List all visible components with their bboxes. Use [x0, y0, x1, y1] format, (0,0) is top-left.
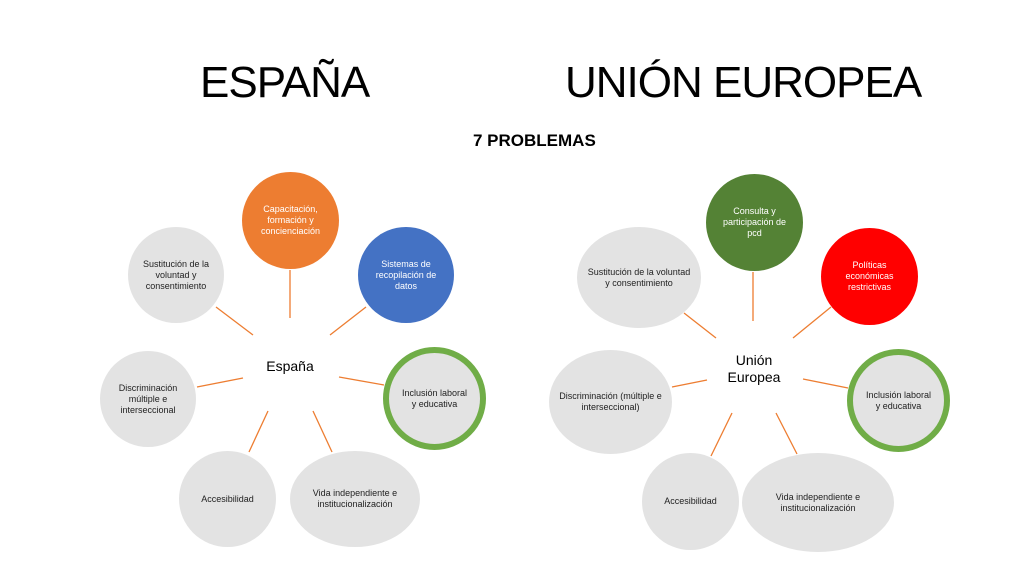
title-european-union: UNIÓN EUROPEA	[565, 58, 922, 107]
connector-eu-vida	[775, 412, 798, 455]
center-node-spain: España	[266, 358, 314, 374]
center-node-eu: Unión Europea	[727, 352, 781, 385]
node-eu-politicas: Políticas económicas restrictivas	[821, 228, 918, 325]
node-eu-sustitucion: Sustitución de la voluntad y consentimie…	[577, 227, 701, 328]
connector-eu-discriminacion	[671, 379, 708, 388]
connector-es-sustitucion	[215, 306, 254, 336]
node-eu-accesibilidad-label: Accesibilidad	[664, 496, 717, 506]
node-es-accesibilidad-label: Accesibilidad	[201, 493, 254, 504]
title-spain: ESPAÑA	[200, 58, 370, 107]
node-es-capacitacion-label: Capacitación, formación y concienciación	[260, 204, 321, 236]
connector-es-vida	[312, 410, 333, 453]
node-es-capacitacion: Capacitación, formación y concienciación	[242, 172, 339, 269]
node-es-inclusion-label: Inclusión laboral y educativa	[401, 387, 468, 409]
connector-eu-inclusion	[802, 378, 849, 389]
node-eu-vida: Vida independiente e institucionalizació…	[742, 453, 894, 552]
node-eu-inclusion: Inclusión laboral y educativa	[847, 349, 950, 452]
node-eu-discriminacion-label: Discriminación (múltiple e intersecciona…	[559, 391, 662, 412]
node-eu-sustitucion-label: Sustitución de la voluntad y consentimie…	[587, 266, 691, 288]
connector-eu-politicas	[792, 306, 832, 339]
node-es-discriminacion: Discriminación múltiple e interseccional	[100, 351, 196, 447]
node-es-vida-label: Vida independiente e institucionalizació…	[312, 488, 398, 509]
node-es-sistemas-label: Sistemas de recopilación de datos	[375, 258, 437, 291]
connector-eu-accesibilidad	[710, 412, 733, 457]
node-es-accesibilidad: Accesibilidad	[179, 451, 276, 547]
node-es-inclusion: Inclusión laboral y educativa	[383, 347, 486, 450]
node-eu-inclusion-label: Inclusión laboral y educativa	[865, 389, 932, 411]
node-es-sustitucion-label: Sustitución de la voluntad y consentimie…	[142, 258, 210, 291]
node-eu-consulta-label: Consulta y participación de pcd	[722, 206, 787, 238]
node-es-vida: Vida independiente e institucionalizació…	[290, 451, 420, 547]
connector-es-sistemas	[329, 306, 367, 336]
node-es-sistemas: Sistemas de recopilación de datos	[358, 227, 454, 323]
node-eu-discriminacion: Discriminación (múltiple e intersecciona…	[549, 350, 672, 454]
connector-es-accesibilidad	[248, 410, 269, 453]
node-es-sustitucion: Sustitución de la voluntad y consentimie…	[128, 227, 224, 323]
node-eu-vida-label: Vida independiente e institucionalizació…	[775, 491, 861, 513]
node-eu-consulta: Consulta y participación de pcd	[706, 174, 803, 271]
subtitle-problems: 7 PROBLEMAS	[473, 131, 596, 150]
node-eu-politicas-label: Políticas económicas restrictivas	[845, 260, 894, 292]
node-es-discriminacion-label: Discriminación múltiple e interseccional	[118, 382, 178, 415]
node-eu-accesibilidad: Accesibilidad	[642, 453, 739, 550]
connector-es-discriminacion	[196, 377, 244, 388]
connector-eu-sustitucion	[683, 312, 717, 339]
connector-es-inclusion	[338, 376, 385, 386]
